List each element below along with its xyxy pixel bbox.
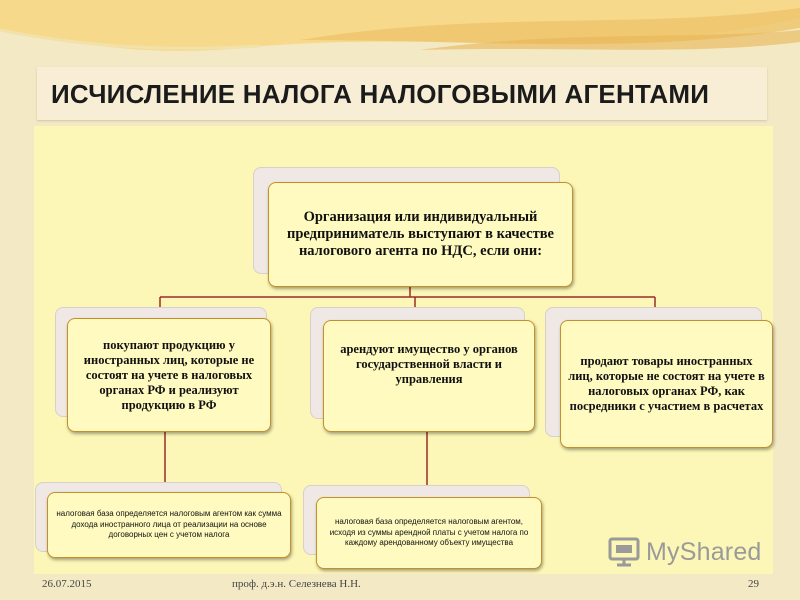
footer-page-number: 29 (748, 578, 759, 590)
slide-title: ИСЧИСЛЕНИЕ НАЛОГА НАЛОГОВЫМИ АГЕНТАМИ (51, 79, 710, 109)
tax-base-box-foreign-income: налоговая база определяется налоговым аг… (47, 492, 291, 558)
tax-base-box-rent-payment: налоговая база определяется налоговым аг… (316, 497, 542, 569)
agent-definition-box: Организация или индивидуальный предприни… (268, 182, 573, 287)
presentation-board-icon (608, 537, 640, 567)
condition-box-rent-state-property: арендуют имущество у органов государстве… (323, 320, 535, 432)
footer-date: 26.07.2015 (42, 578, 92, 590)
myshared-logo: MyShared (608, 537, 762, 567)
footer-author: проф. д.э.н. Селезнева Н.Н. (232, 578, 361, 590)
condition-box-buy-from-foreign: покупают продукцию у иностранных лиц, ко… (67, 318, 271, 432)
logo-text: MyShared (646, 537, 762, 566)
condition-box-intermediary-sales: продают товары иностранных лиц, которые … (560, 320, 773, 448)
title-band: ИСЧИСЛЕНИЕ НАЛОГА НАЛОГОВЫМИ АГЕНТАМИ (37, 67, 767, 120)
header-swoosh-decoration (0, 0, 800, 51)
